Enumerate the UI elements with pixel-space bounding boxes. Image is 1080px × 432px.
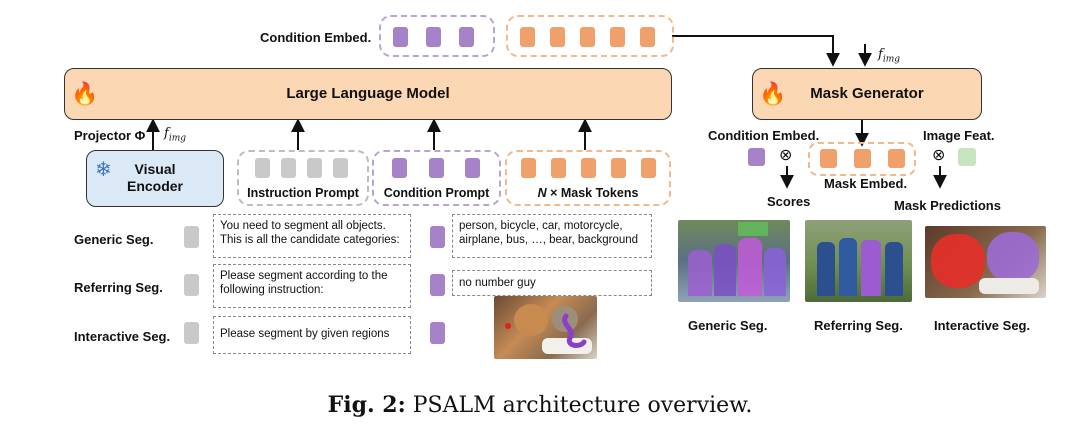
condition-token [465,158,480,178]
cat-mask-shape [987,232,1039,282]
mask-shape [714,244,736,296]
mask-shape [738,238,762,296]
mask-token [550,27,565,47]
task-referring-label: Referring Seg. [74,280,163,295]
visual-encoder-box: ❄ Visual Encoder [86,150,224,207]
condition-token [429,158,444,178]
instruction-prompt-label: Instruction Prompt [247,186,359,200]
snowflake-icon: ❄ [95,159,112,181]
interactive-seg-result-image [925,226,1046,298]
mask-token [611,158,626,178]
task-generic-label: Generic Seg. [74,232,154,247]
instruction-token [307,158,322,178]
mask-embed-label: Mask Embed. [824,176,908,191]
projector-label: Projector Φ [74,128,146,143]
task-token [184,226,199,248]
mask-token [641,158,656,178]
mask-token [520,27,535,47]
mask-token [581,158,596,178]
mask-token [820,149,837,168]
task-condition-token [430,274,445,296]
player-shape [839,238,857,296]
referring-instruction-box: Please segment according to the followin… [213,264,411,308]
task-token [184,274,199,296]
mask-token [580,27,595,47]
interactive-input-image [494,296,597,359]
mask-token [640,27,655,47]
mask-tokens-group: N × Mask Tokens [505,150,671,206]
instruction-token [255,158,270,178]
mask-token [551,158,566,178]
mask-generator-title: Mask Generator [810,85,924,102]
arrow-condition-to-mask-generator [672,35,840,67]
shoe-shape [542,338,592,354]
condition-embed-top-label: Condition Embed. [260,30,372,45]
condition-prompt-label: Condition Prompt [383,186,490,200]
cat-mask-shape [931,234,985,288]
scores-label: Scores [767,194,811,209]
mask-generator-box: 🔥 Mask Generator [752,68,982,120]
image-feat-token [958,148,976,166]
large-language-model-box: 🔥 Large Language Model [64,68,672,120]
mask-shape [688,250,712,296]
mask-shape [738,222,768,236]
mask-tokens-label: N × Mask Tokens [537,186,639,200]
mask-token [888,149,905,168]
mask-embed-top-group [506,15,674,57]
visual-encoder-title: Visual Encoder [126,161,183,194]
mask-token [610,27,625,47]
flame-icon: 🔥 [759,81,787,106]
condition-token [426,27,441,47]
flame-icon: 🔥 [71,81,99,106]
instruction-token [281,158,296,178]
mask-embed-group [808,142,916,176]
condition-token [459,27,474,47]
otimes-right: ⊗ [932,147,946,164]
mask-shape [764,248,786,296]
cat-head-shape [514,304,548,336]
task-condition-token [430,322,445,344]
task-token [184,322,199,344]
player-shape [817,242,835,296]
task-condition-token [430,226,445,248]
condition-embed-token [748,148,765,166]
scribble-overlay [505,313,587,348]
mask-predictions-label: Mask Predictions [894,198,1001,213]
player-mask-shape [861,240,881,296]
task-interactive-label: Interactive Seg. [74,329,171,344]
mask-token [854,149,871,168]
condition-prompt-group: Condition Prompt [372,150,501,206]
referring-condition-box: no number guy [452,270,652,296]
result-interactive-label: Interactive Seg. [934,318,1031,333]
result-generic-label: Generic Seg. [688,318,768,333]
condition-token [393,27,408,47]
condition-token [392,158,407,178]
generic-instruction-box: You need to segment all objects. This is… [213,214,411,258]
instruction-token [333,158,348,178]
image-feat-label: Image Feat. [923,128,995,143]
otimes-left: ⊗ [779,147,793,164]
generic-seg-result-image [678,220,790,302]
player-shape [885,242,903,296]
interactive-instruction-box: Please segment by given regions [213,316,411,354]
figure-caption: Fig. 2: PSALM architecture overview. [327,392,753,418]
condition-embed-top-group [379,15,495,57]
referring-seg-result-image [805,220,912,302]
fimg-top-label: fimg [878,47,900,65]
llm-title: Large Language Model [286,85,450,102]
fimg-left-label: fimg [164,126,186,144]
mask-token [521,158,536,178]
result-referring-label: Referring Seg. [814,318,903,333]
generic-condition-box: person, bicycle, car, motorcycle, airpla… [452,214,652,258]
instruction-prompt-group: Instruction Prompt [237,150,369,206]
shoe-shape [979,278,1039,294]
condition-embed-right-label: Condition Embed. [708,128,820,143]
